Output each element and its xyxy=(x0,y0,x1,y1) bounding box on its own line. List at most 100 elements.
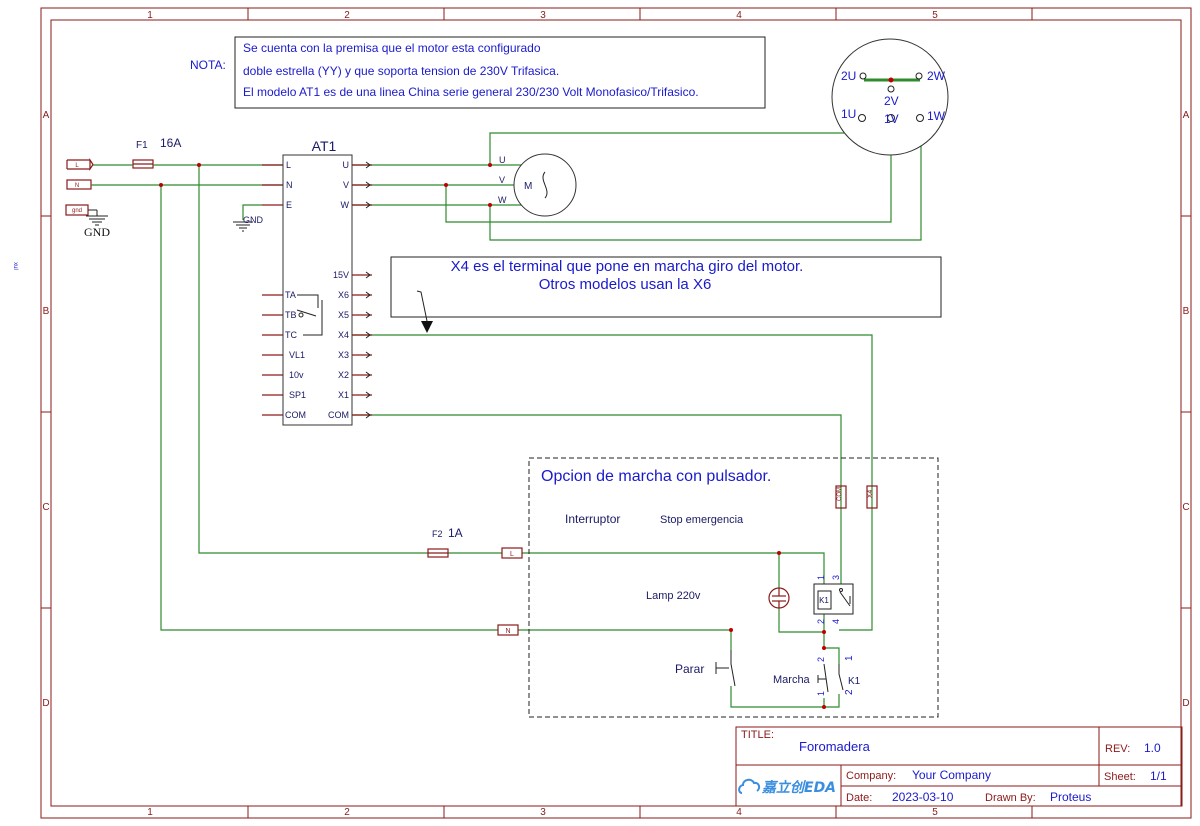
col-label-1-bottom: 1 xyxy=(147,807,153,818)
marcha-pin-1: 1 xyxy=(816,691,826,696)
vfd-pin-x3: X3 xyxy=(338,350,349,360)
motor-pin-u: U xyxy=(499,155,506,165)
row-label-a: A xyxy=(43,110,50,121)
motor-pin-v: V xyxy=(499,175,505,185)
vfd-pin-x1: X1 xyxy=(338,390,349,400)
option-parar: Parar xyxy=(675,662,704,676)
tb-1v: 1V xyxy=(884,112,899,126)
col-label-1: 1 xyxy=(147,10,153,21)
logo-text: 嘉立创EDA xyxy=(761,779,836,796)
vfd-pin-x5: X5 xyxy=(338,310,349,320)
option-lamp: Lamp 220v xyxy=(646,590,701,602)
title-label: TITLE: xyxy=(741,729,774,741)
net-label-n: N xyxy=(505,628,510,635)
net-label-x4: X4 xyxy=(867,490,874,499)
motor-pin-w: W xyxy=(498,195,507,205)
col-label-3-bottom: 3 xyxy=(540,807,546,818)
relay-pin-4: 4 xyxy=(831,619,841,624)
input-n-label: N xyxy=(75,183,79,189)
ground-symbol-label: GND xyxy=(84,225,110,239)
vfd-pin-x4: X4 xyxy=(338,330,349,340)
fuse-f2-name: F2 xyxy=(432,529,443,539)
vfd-pin-com-left: COM xyxy=(285,410,306,420)
option-interruptor: Interruptor xyxy=(565,512,620,526)
relay-pin-1: 1 xyxy=(816,575,826,580)
vfd-pin-15v: 15V xyxy=(333,270,349,280)
terminal-box: 2U 2W 2V 1U 1V 1W xyxy=(831,38,949,156)
vfd-pin-l: L xyxy=(286,160,291,170)
drawn-label: Drawn By: xyxy=(985,792,1036,804)
pushbutton-option: Opcion de marcha con pulsador. Interrupt… xyxy=(427,457,939,718)
row-label-a-right: A xyxy=(1183,110,1190,121)
note-block: NOTA: Se cuenta con la premisa que el mo… xyxy=(190,36,766,109)
tb-1u: 1U xyxy=(841,107,856,121)
sheet-value: 1/1 xyxy=(1150,769,1167,783)
fuse-f2-rating: 1A xyxy=(448,526,463,540)
option-stop: Stop emergencia xyxy=(660,514,744,526)
option-marcha: Marcha xyxy=(773,674,811,686)
input-l-label: L xyxy=(75,163,79,169)
date-value: 2023-03-10 xyxy=(892,790,954,804)
row-label-d-right: D xyxy=(1182,698,1189,709)
tb-2w: 2W xyxy=(927,69,946,83)
vfd-pin-u: U xyxy=(343,160,350,170)
tb-1w: 1W xyxy=(927,109,946,123)
vfd-at1: AT1 L N E TA TB TC VL1 10v SP1 COM U V W… xyxy=(243,138,371,426)
vfd-pin-x6: X6 xyxy=(338,290,349,300)
k1-contact-pin-1: 1 xyxy=(844,655,855,661)
input-gnd-label: gnd xyxy=(72,208,82,214)
sheet-frame: 1 2 3 4 5 1 2 3 4 5 A B C D A B C D xul xyxy=(12,7,1192,819)
vfd-gnd-label: GND xyxy=(243,215,264,225)
motor: M U V W xyxy=(498,153,577,217)
note-line-1: Se cuenta con la premisa que el motor es… xyxy=(243,41,541,55)
company-label: Company: xyxy=(846,770,896,782)
input-terminals: L N gnd GND xyxy=(65,158,110,239)
col-label-4: 4 xyxy=(736,10,742,21)
vfd-pin-ta: TA xyxy=(285,290,296,300)
fuse-f1: F1 16A xyxy=(132,136,181,169)
vfd-pin-10v: 10v xyxy=(289,370,304,380)
net-label-com: COM xyxy=(837,487,843,501)
rev-label: REV: xyxy=(1105,743,1130,755)
k1-contact-label: K1 xyxy=(848,676,861,687)
vfd-pin-n: N xyxy=(286,180,293,190)
x4-callout: X4 es el terminal que pone en marcha gir… xyxy=(390,256,942,333)
fuse-f1-name: F1 xyxy=(136,140,148,151)
net-label-l: L xyxy=(510,551,514,558)
row-label-c-right: C xyxy=(1182,502,1189,513)
k1-contact-pin-2: 2 xyxy=(844,689,855,695)
row-label-d: D xyxy=(42,698,49,709)
note-line-3: El modelo AT1 es de una linea China seri… xyxy=(243,85,699,99)
eda-logo: 嘉立创EDA xyxy=(738,778,836,796)
col-label-2-bottom: 2 xyxy=(344,807,350,818)
title-block: TITLE: Foromadera REV: 1.0 Company: Your… xyxy=(735,726,1183,807)
vfd-pin-tc: TC xyxy=(285,330,297,340)
col-label-5: 5 xyxy=(932,10,938,21)
vfd-pin-x2: X2 xyxy=(338,370,349,380)
vfd-pin-vl1: VL1 xyxy=(289,350,305,360)
vfd-pin-w: W xyxy=(341,200,350,210)
junctions xyxy=(159,163,826,709)
side-label: xul xyxy=(12,262,18,270)
drawn-value: Proteus xyxy=(1050,790,1091,804)
vfd-name: AT1 xyxy=(312,138,337,154)
relay-pin-2: 2 xyxy=(816,619,826,624)
date-label: Date: xyxy=(846,792,872,804)
motor-symbol: M xyxy=(524,181,532,192)
row-label-b: B xyxy=(43,306,50,317)
title-value: Foromadera xyxy=(799,739,871,754)
col-label-2: 2 xyxy=(344,10,350,21)
vfd-pin-com-right: COM xyxy=(328,410,349,420)
callout-line-2: Otros modelos usan la X6 xyxy=(539,276,712,293)
tb-2u: 2U xyxy=(841,69,856,83)
option-title: Opcion de marcha con pulsador. xyxy=(541,468,771,485)
relay-pin-3: 3 xyxy=(831,575,841,580)
vfd-pin-v: V xyxy=(343,180,349,190)
sheet-label: Sheet: xyxy=(1104,771,1136,783)
wiring xyxy=(91,118,922,708)
note-line-2: doble estrella (YY) y que soporta tensio… xyxy=(243,64,559,78)
vfd-pin-sp1: SP1 xyxy=(289,390,306,400)
company-value: Your Company xyxy=(912,768,991,782)
callout-line-1: X4 es el terminal que pone en marcha gir… xyxy=(451,258,804,275)
